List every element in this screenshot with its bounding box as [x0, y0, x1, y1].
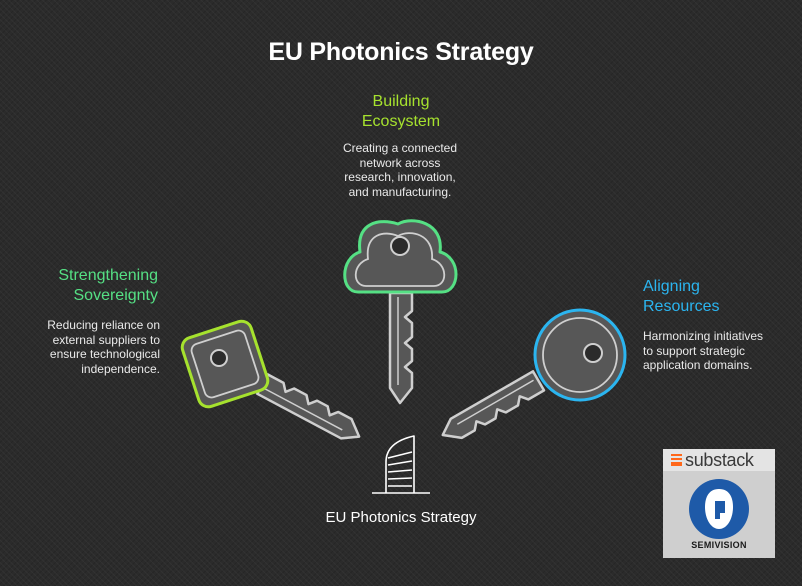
aligning-resources-heading: Aligning Resources [643, 277, 783, 317]
heading-line: Building [372, 93, 430, 110]
round-key-icon [436, 308, 627, 447]
substack-banner: substack [663, 449, 775, 471]
description-line: external suppliers to [52, 332, 160, 347]
building-ecosystem-description: Creating a connected network across rese… [320, 141, 480, 199]
semivision-emblem-icon [689, 479, 749, 539]
description-line: to support strategic [643, 343, 746, 358]
description-line: Harmonizing initiatives [643, 329, 764, 343]
center-label: EU Photonics Strategy [325, 509, 477, 526]
description-line: independence. [81, 361, 160, 376]
heading-line: Resources [643, 298, 720, 315]
aligning-resources-description: Harmonizing initiatives to support strat… [643, 329, 793, 373]
description-line: Creating a connected [342, 141, 458, 155]
description-line: Reducing reliance on [47, 318, 160, 332]
heading-line: Aligning [643, 278, 700, 295]
diagram-title: EU Photonics Strategy [268, 38, 534, 66]
description-line: network across [359, 155, 441, 170]
substack-icon [671, 454, 682, 466]
heading-line: Sovereignty [73, 287, 159, 304]
substack-wordmark: substack [685, 450, 754, 470]
heading-line: Strengthening [58, 267, 158, 284]
square-key-icon [180, 319, 367, 447]
building-tower-icon [372, 435, 430, 494]
building-ecosystem-heading: Building Ecosystem [301, 92, 501, 132]
semivision-wordmark: SEMIVISION [691, 540, 747, 550]
substack-semivision-logo: substack SEMIVISION [663, 449, 775, 558]
clover-key-icon [343, 219, 458, 405]
description-line: research, innovation, [344, 170, 456, 184]
strengthening-sovereignty-description: Reducing reliance on external suppliers … [18, 318, 160, 376]
strengthening-sovereignty-heading: Strengthening Sovereignty [20, 266, 158, 306]
description-line: and manufacturing. [348, 184, 452, 199]
heading-line: Ecosystem [361, 113, 441, 130]
description-line: ensure technological [49, 347, 160, 361]
description-line: application domains. [643, 358, 753, 372]
